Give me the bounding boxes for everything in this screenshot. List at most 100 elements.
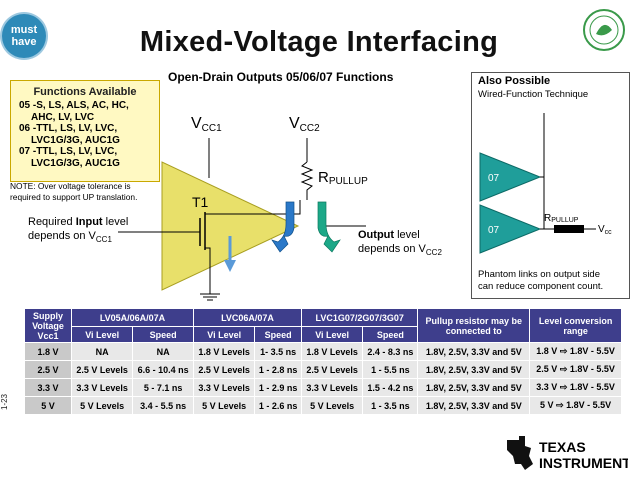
table-cell: 3.3 V Levels: [300, 378, 364, 397]
wired-function-diagram: 07 07 RPULLUP Vcc: [479, 113, 612, 254]
badge-line1: must: [10, 24, 38, 36]
t1-label: T1: [192, 194, 209, 210]
table-cell: 1 - 2.9 ns: [254, 378, 302, 397]
table-cell-conversion: 2.5 V ⇨ 1.8V - 5.5V: [529, 360, 622, 379]
table-row: 1.8 V NA NA 1.8 V Levels 1- 3.5 ns 1.8 V…: [24, 342, 622, 361]
badge-line2: have: [11, 36, 37, 48]
vcc2-label: VCC2: [289, 115, 320, 134]
source-wire: [205, 247, 211, 294]
table-row: 2.5 V 2.5 V Levels 6.6 - 10.4 ns 2.5 V L…: [24, 360, 622, 379]
must-have-badge: must have: [2, 14, 46, 58]
output-level-label: Output level depends on VCC2: [358, 229, 442, 258]
subheader-cell: Vi Level: [300, 326, 364, 343]
functions-line: LVC1G/3G, AUC1G: [31, 157, 120, 169]
functions-line: AHC, LV, LVC: [31, 111, 95, 123]
functions-line: 06 -TTL, LS, LV, LVC,: [19, 123, 118, 134]
table-cell-conversion: 1.8 V ⇨ 1.8V - 5.5V: [529, 342, 622, 361]
table-cell: NA: [132, 342, 195, 361]
gate-2-label: 07: [488, 225, 500, 236]
table-cell: 1.8V, 2.5V, 3.3V and 5V: [417, 378, 531, 397]
texas-instruments-logo: TEXAS INSTRUMENTS: [507, 436, 628, 471]
arrow-icon: ⇨: [559, 382, 568, 392]
also-possible-box: Also Possible Wired-Function Technique 0…: [471, 72, 630, 299]
note-line2: required to support UP translation.: [10, 192, 138, 202]
pullup-resistor-block: [554, 225, 584, 233]
cell-supply: 1.8 V: [24, 342, 72, 361]
vcc-label-right: Vcc: [598, 224, 612, 236]
table-cell: 1- 3.5 ns: [254, 342, 302, 361]
table-cell: 1 - 5.5 ns: [362, 360, 419, 379]
header-lv05a: LV05A/06A/07A: [70, 308, 195, 327]
phantom-note: Phantom links on output side can reduce …: [478, 269, 604, 292]
table-cell: 1 - 2.8 ns: [254, 360, 302, 379]
note: NOTE: Over voltage tolerance is required…: [10, 181, 137, 203]
table-cell: 1 - 3.5 ns: [362, 396, 419, 415]
table-cell-conversion: 5 V ⇨ 1.8V - 5.5V: [529, 396, 622, 415]
table-cell: 1.8 V Levels: [300, 342, 364, 361]
eco-seal-icon: [583, 9, 625, 51]
functions-available-box: Functions Available 05 -S, LS, ALS, AC, …: [10, 80, 160, 182]
table-cell: NA: [70, 342, 134, 361]
table-cell-conversion: 3.3 V ⇨ 1.8V - 5.5V: [529, 378, 622, 397]
table-cell: 2.5 V Levels: [70, 360, 134, 379]
logo-line1: TEXAS: [539, 439, 586, 455]
table-cell: 2.5 V Levels: [193, 360, 256, 379]
page-title: Mixed-Voltage Interfacing: [139, 26, 499, 58]
table-cell: 1 - 2.6 ns: [254, 396, 302, 415]
table-cell: 1.8V, 2.5V, 3.3V and 5V: [417, 360, 531, 379]
table-cell: 6.6 - 10.4 ns: [132, 360, 195, 379]
arrow-icon: ⇨: [559, 364, 568, 374]
pullup-resistor: [300, 161, 314, 200]
table-row: 3.3 V 3.3 V Levels 5 - 7.1 ns 3.3 V Leve…: [24, 378, 622, 397]
table-cell: 5 V Levels: [300, 396, 364, 415]
subtitle: Open-Drain Outputs 05/06/07 Functions: [168, 70, 394, 84]
table-cell: 1.8V, 2.5V, 3.3V and 5V: [417, 342, 531, 361]
logo-line2: INSTRUMENTS: [539, 455, 628, 471]
subheader-cell: Speed: [254, 326, 302, 343]
current-arrow-blue: [271, 201, 295, 253]
header-lvc06a: LVC06A/07A: [193, 308, 302, 327]
open-drain-circuit: VCC1 VCC2 RPULLUP T1: [118, 115, 368, 301]
current-arrow-green: [317, 201, 341, 253]
functions-line: 07 -TTL, LS, LV, LVC,: [19, 146, 118, 157]
functions-heading: Functions Available: [33, 86, 137, 98]
table-cell: 3.3 V Levels: [70, 378, 134, 397]
gate-1-label: 07: [488, 173, 500, 184]
table-cell: 5 V Levels: [193, 396, 256, 415]
table-cell: 1.8V, 2.5V, 3.3V and 5V: [417, 396, 531, 415]
functions-line: 05 -S, LS, ALS, AC, HC,: [19, 100, 129, 111]
required-input-label: Required Input level depends on VCC1: [28, 216, 129, 245]
table-cell: 2.5 V Levels: [300, 360, 364, 379]
table-subheader-row: Vi Level Speed Vi Level Speed Vi Level S…: [25, 326, 622, 343]
note-line1: NOTE: Over voltage tolerance is: [10, 181, 131, 191]
table-cell: 5 V Levels: [70, 396, 134, 415]
subheader-cell: Speed: [132, 326, 195, 343]
table-cell: 2.4 - 8.3 ns: [362, 342, 419, 361]
gate-2-triangle: [479, 204, 542, 254]
table-cell: 1.5 - 4.2 ns: [362, 378, 419, 397]
gate-1-triangle: [479, 152, 542, 202]
rpullup-label-right: RPULLUP: [544, 213, 579, 224]
functions-line: LVC1G/3G, AUC1G: [31, 134, 120, 146]
cell-supply: 2.5 V: [24, 360, 72, 379]
texas-state-icon: [507, 436, 533, 470]
vcc1-label: VCC1: [191, 115, 222, 134]
arrow-icon: ⇨: [559, 346, 568, 356]
subheader-cell: Vi Level: [70, 326, 134, 343]
table-cell: 5 - 7.1 ns: [132, 378, 195, 397]
page-number: 1-23: [0, 393, 9, 410]
cell-supply: 5 V: [24, 396, 72, 415]
table-cell: 3.4 - 5.5 ns: [132, 396, 195, 415]
table-cell: 1.8 V Levels: [193, 342, 256, 361]
subheader-cell: Vi Level: [193, 326, 256, 343]
rpullup-label: RPULLUP: [318, 169, 368, 187]
cell-supply: 3.3 V: [24, 378, 72, 397]
also-title: Also Possible: [478, 75, 551, 87]
subheader-cell: Speed: [362, 326, 419, 343]
table-cell: 3.3 V Levels: [193, 378, 256, 397]
